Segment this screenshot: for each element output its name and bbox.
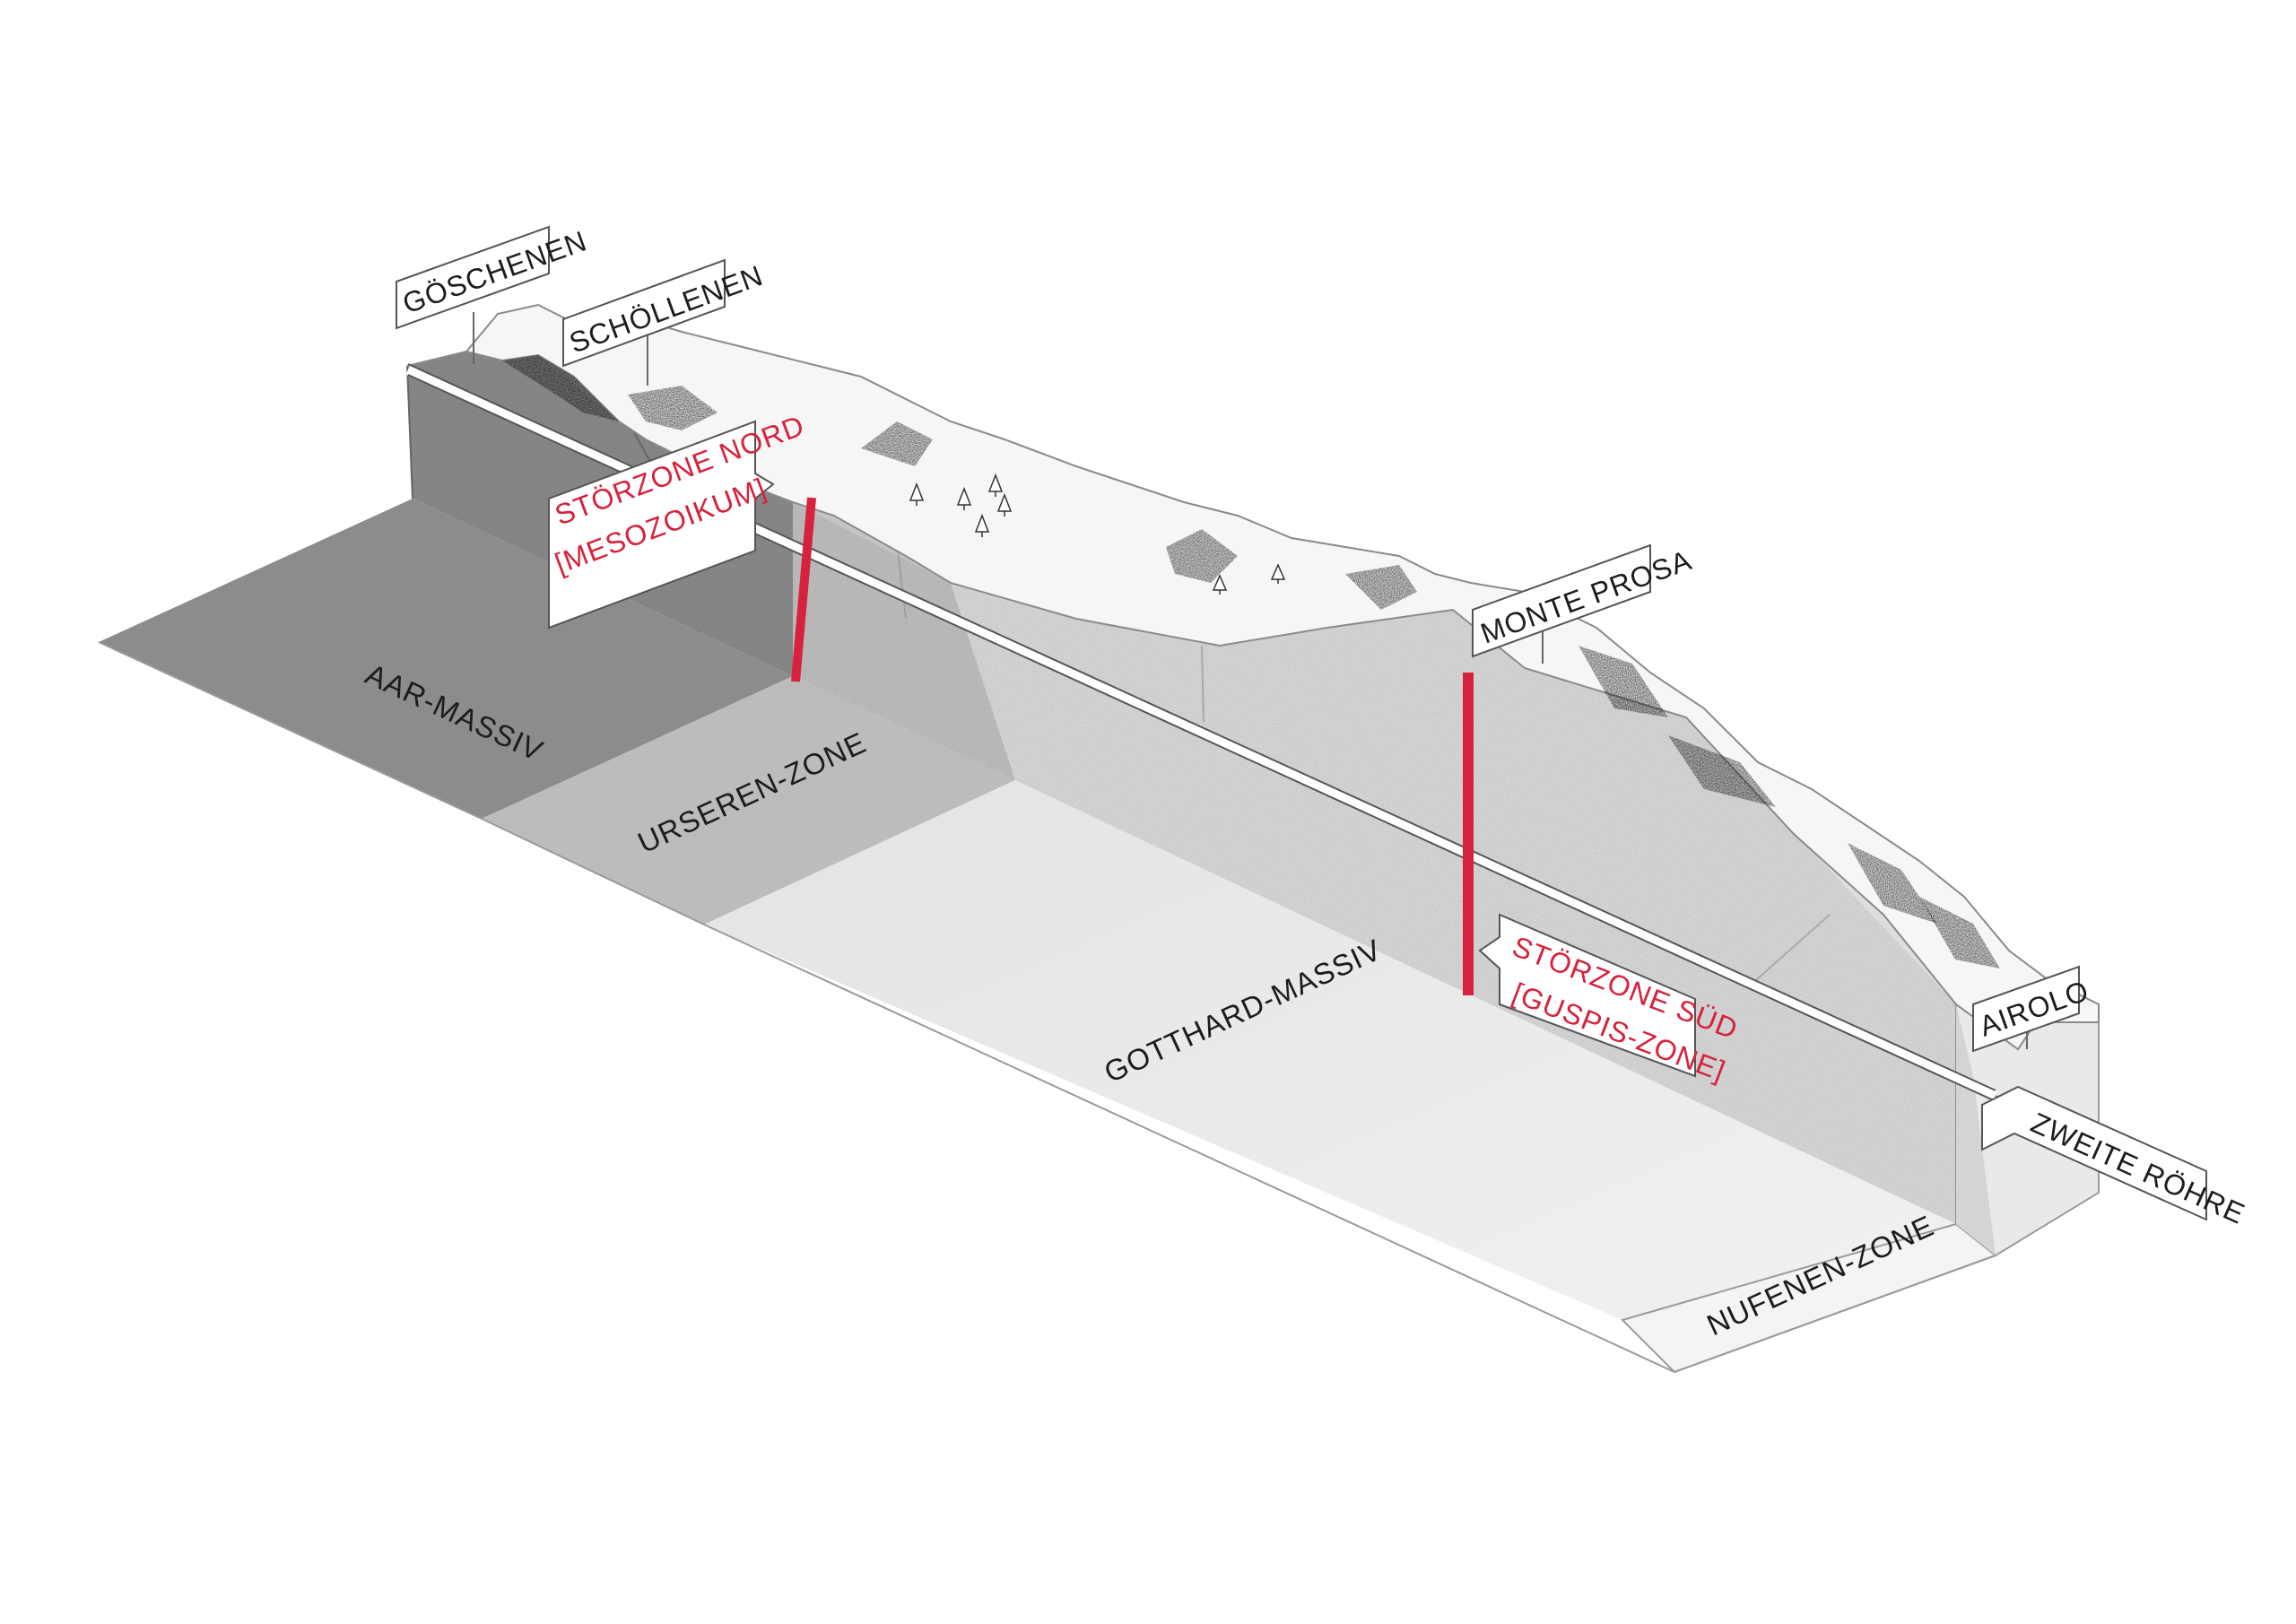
tree-icon (987, 473, 1004, 497)
tree-icon (996, 492, 1013, 517)
aar-massiv-floor (99, 499, 793, 819)
slope-shade-6 (1578, 646, 1668, 717)
tag-box-monte-prosa (1472, 543, 1651, 658)
mountain-surface (406, 303, 2100, 1051)
urseren-zone-floor (482, 676, 1015, 925)
slope-shade-4 (1166, 529, 1238, 583)
fault-line-nord (791, 497, 816, 682)
tag-box-zweite-roehre (1981, 1085, 2207, 1221)
callout-box-sued (1478, 913, 1696, 1078)
tag-box-goeschenen (396, 225, 550, 330)
tree-icon (956, 486, 972, 510)
tree-icon (1270, 563, 1286, 584)
gotthard-massiv-floor (704, 780, 1956, 1320)
terrain-top (406, 303, 2100, 1051)
tag-box-airolo (1972, 965, 2080, 1053)
tree-icon (909, 482, 925, 506)
floor-edge (98, 641, 1996, 1374)
slope-shade-1 (502, 355, 619, 421)
tag-box-schoellenen (562, 258, 726, 368)
slope-shade-8 (1848, 843, 1937, 924)
slope-shade-7 (1668, 735, 1776, 807)
trees (909, 473, 1286, 595)
fault-lines (791, 497, 1474, 995)
end-cap (1956, 1004, 1996, 1255)
tree-icon (974, 513, 990, 537)
tree-icon (1212, 574, 1228, 595)
slope-shade-5 (1345, 565, 1417, 610)
slope-shade-9 (1919, 897, 2000, 968)
slope-shade-3 (861, 421, 933, 466)
slope-shade-2 (628, 386, 718, 430)
callout-box-nord (548, 420, 775, 630)
floor-planes (98, 499, 1998, 1374)
